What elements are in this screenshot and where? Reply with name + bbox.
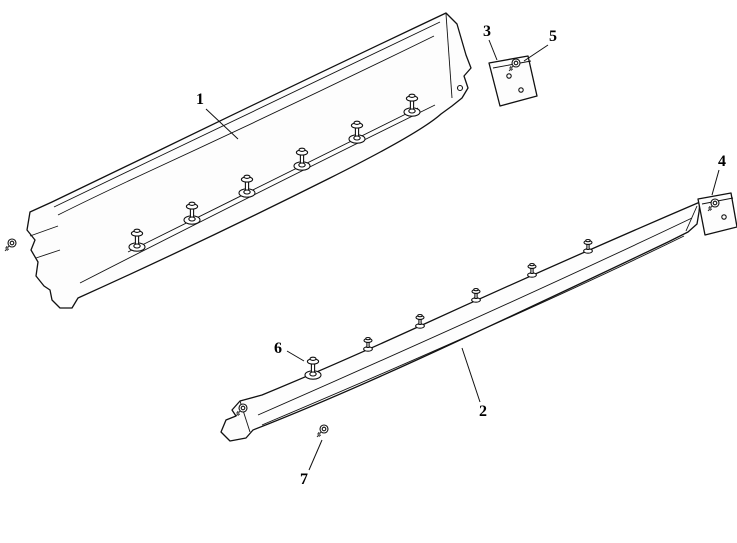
callout-1-label: 1	[196, 91, 204, 108]
rocker-molding-part-1-end-hole	[456, 84, 464, 92]
rocker-molding-part-2-end-fold	[685, 205, 698, 232]
callout-2: 2	[461, 347, 487, 420]
rocker-molding-part-1-clip-shelf	[127, 107, 419, 253]
callout-3-leader	[488, 39, 498, 61]
rocker-molding-part-1-mid-crease	[57, 35, 435, 216]
rocker-molding-part-2-crease	[257, 217, 693, 416]
rocker-molding-part-1	[26, 12, 472, 309]
bracket-front-body	[488, 55, 538, 107]
screw-fastener-loose	[316, 424, 329, 438]
rocker-molding-part-1-top-crease	[53, 21, 441, 208]
callout-5-leader	[523, 44, 549, 62]
callout-5-label: 5	[549, 28, 557, 45]
rocker-molding-part-1-body	[26, 12, 472, 309]
bracket-rear-body	[697, 192, 737, 236]
callout-1-leader	[205, 108, 239, 140]
rocker-molding-part-2-lower-line	[261, 235, 685, 426]
callout-5: 5	[523, 28, 557, 62]
callout-7: 7	[300, 439, 323, 488]
bracket-rear-hole	[721, 214, 727, 220]
retainer-clip	[471, 287, 481, 303]
callout-4-label: 4	[718, 153, 726, 170]
bracket-rear	[697, 192, 737, 236]
retainer-clip	[363, 336, 373, 352]
callout-7-label: 7	[300, 471, 308, 488]
retainer-clip	[583, 238, 593, 254]
retainer-clip	[527, 262, 537, 278]
callout-6-label: 6	[274, 340, 282, 357]
callout-3-label: 3	[483, 23, 491, 40]
rocker-molding-part-1-left-detail-b	[35, 249, 61, 259]
bracket-front	[488, 55, 538, 107]
callout-3: 3	[483, 23, 498, 61]
rocker-molding-part-1-end-fold	[445, 13, 453, 99]
bracket-front-hole	[506, 73, 512, 79]
callout-4: 4	[711, 153, 726, 196]
rocker-molding-part-2-body	[220, 201, 701, 442]
callout-1: 1	[196, 91, 239, 140]
rocker-molding-part-2	[220, 201, 701, 442]
retainer-clip	[415, 313, 425, 329]
callout-6-leader	[286, 350, 305, 362]
callout-4-leader	[711, 169, 720, 196]
callout-2-leader	[461, 347, 481, 403]
callout-2-label: 2	[479, 403, 487, 420]
push-pin-clip-loose	[304, 356, 322, 380]
rocker-molding-part-1-left-detail-a	[29, 225, 59, 237]
screw-fastener-left	[4, 238, 17, 252]
bracket-front-hole	[518, 87, 524, 93]
callout-6: 6	[274, 340, 305, 362]
callout-7-leader	[308, 439, 323, 471]
